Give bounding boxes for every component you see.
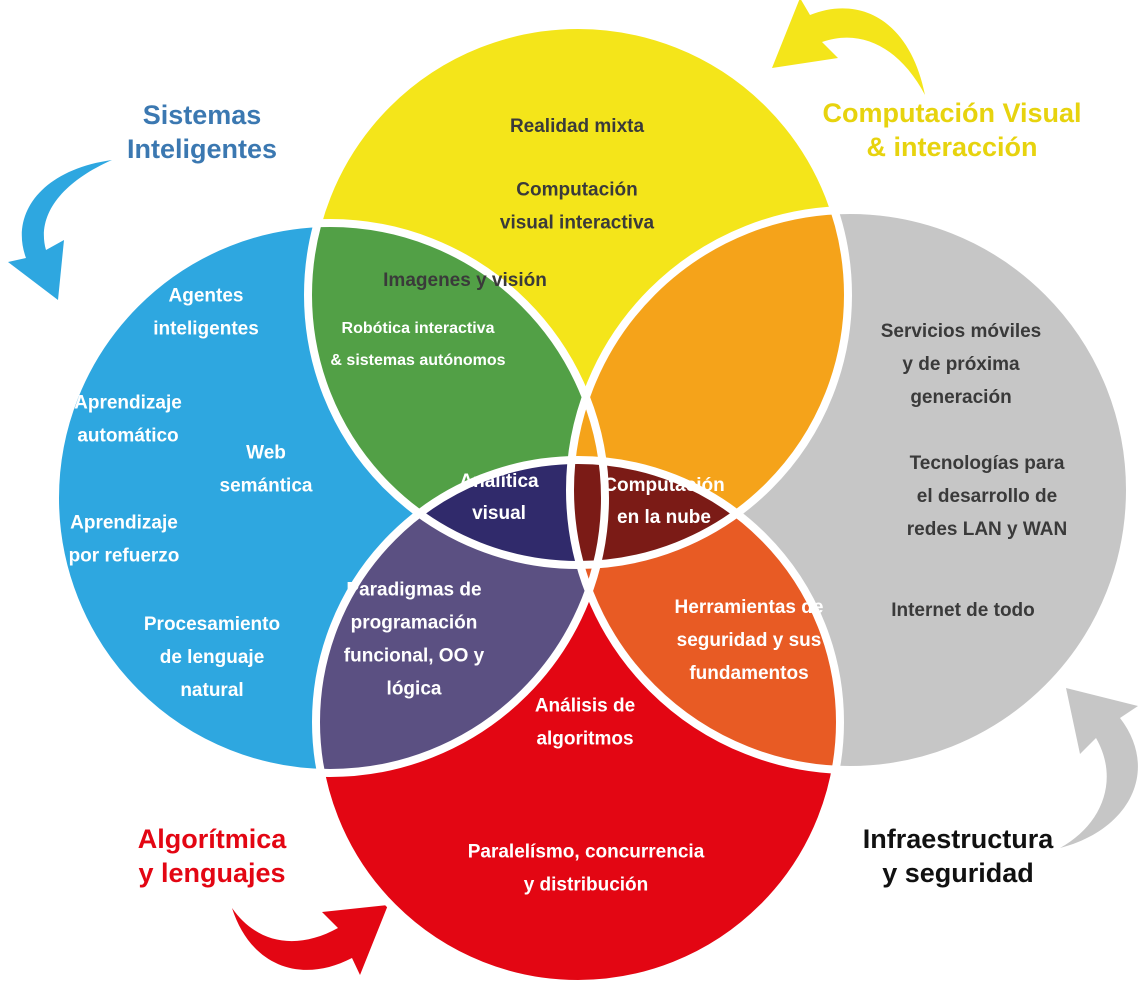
title-sistemas-line: Sistemas bbox=[143, 100, 262, 130]
title-infraestructura-line: Infraestructura bbox=[863, 824, 1055, 854]
label-servicios-line: generación bbox=[910, 387, 1011, 408]
label-realidad-mixta-line: Realidad mixta bbox=[510, 116, 645, 137]
label-paradigmas-line: programación bbox=[351, 613, 478, 634]
label-tecnologias-line: el desarrollo de bbox=[917, 486, 1057, 507]
label-paradigmas: Paradigmas de programación funcional, OO y… bbox=[344, 580, 485, 700]
label-aprendizaje-refuerzo-line: por refuerzo bbox=[69, 546, 180, 567]
label-servicios-line: Servicios móviles bbox=[881, 321, 1042, 342]
label-tecnologias: Tecnologías para el desarrollo de redes LA… bbox=[907, 453, 1067, 540]
title-computacion-visual-line: Computación Visual bbox=[822, 98, 1081, 128]
label-agentes-line: inteligentes bbox=[153, 319, 259, 340]
label-paradigmas-line: lógica bbox=[387, 679, 442, 700]
label-tecnologias-line: redes LAN y WAN bbox=[907, 519, 1067, 540]
label-aprendizaje-automatico-line: Aprendizaje bbox=[74, 393, 182, 414]
title-algoritmica-line: Algorítmica bbox=[138, 824, 288, 854]
label-herramientas: Herramientas de seguridad y sus fundamento… bbox=[675, 597, 824, 684]
label-internet: Internet de todo bbox=[891, 600, 1035, 621]
label-robotica: Robótica interactiva & sistemas autónomos bbox=[330, 320, 505, 369]
arrow-infraestructura-icon bbox=[1060, 688, 1138, 848]
label-robotica-line: Robótica interactiva bbox=[342, 320, 495, 337]
label-paralelismo-line: Paralelísmo, concurrencia bbox=[468, 842, 705, 863]
label-analisis-line: algoritmos bbox=[536, 729, 633, 750]
label-realidad-mixta: Realidad mixta bbox=[510, 116, 645, 137]
label-procesamiento: Procesamiento de lenguaje natural bbox=[144, 614, 280, 701]
label-analitica-visual: Analítica visual bbox=[459, 471, 539, 524]
label-aprendizaje-refuerzo: Aprendizaje por refuerzo bbox=[69, 513, 180, 567]
title-algoritmica: Algorítmica y lenguajes bbox=[138, 824, 288, 888]
label-tecnologias-line: Tecnologías para bbox=[910, 453, 1065, 474]
label-computacion-nube: Computación en la nube bbox=[603, 475, 724, 528]
arrow-sistemas-icon bbox=[8, 160, 112, 300]
label-paralelismo: Paralelísmo, concurrencia y distribución bbox=[468, 842, 705, 896]
label-procesamiento-line: Procesamiento bbox=[144, 614, 280, 635]
label-imagenes-vision: Imagenes y visión bbox=[383, 270, 547, 291]
label-servicios: Servicios móviles y de próxima generación bbox=[881, 321, 1042, 408]
label-imagenes-vision-line: Imagenes y visión bbox=[383, 270, 547, 291]
label-aprendizaje-refuerzo-line: Aprendizaje bbox=[70, 513, 178, 534]
title-algoritmica-line: y lenguajes bbox=[138, 858, 285, 888]
label-computacion-nube-line: en la nube bbox=[617, 507, 711, 528]
label-computacion-visual-interactiva-line: visual interactiva bbox=[500, 213, 655, 234]
region-yellow-gray bbox=[570, 210, 848, 565]
label-web-semantica: Web semántica bbox=[220, 443, 313, 497]
label-paralelismo-line: y distribución bbox=[524, 875, 649, 896]
label-agentes-line: Agentes bbox=[169, 286, 244, 307]
label-aprendizaje-automatico-line: automático bbox=[77, 426, 178, 447]
label-web-semantica-line: semántica bbox=[220, 476, 313, 497]
label-robotica-line: & sistemas autónomos bbox=[330, 352, 505, 369]
label-analitica-visual-line: Analítica bbox=[459, 471, 539, 492]
circle-outlines bbox=[51, 21, 1134, 988]
label-analisis: Análisis de algoritmos bbox=[535, 696, 635, 750]
label-procesamiento-line: natural bbox=[180, 680, 243, 701]
label-analisis-line: Análisis de bbox=[535, 696, 635, 717]
label-internet-line: Internet de todo bbox=[891, 600, 1035, 621]
label-web-semantica-line: Web bbox=[246, 443, 286, 464]
label-agentes: Agentes inteligentes bbox=[153, 286, 259, 340]
label-computacion-nube-line: Computación bbox=[603, 475, 724, 496]
label-computacion-visual-interactiva-line: Computación bbox=[516, 180, 637, 201]
arrow-algoritmica-icon bbox=[232, 905, 388, 975]
label-herramientas-line: fundamentos bbox=[689, 663, 808, 684]
label-herramientas-line: Herramientas de bbox=[675, 597, 824, 618]
label-computacion-visual-interactiva: Computación visual interactiva bbox=[500, 180, 655, 234]
label-paradigmas-line: Paradigmas de bbox=[346, 580, 481, 601]
label-herramientas-line: seguridad y sus bbox=[677, 630, 822, 651]
label-analitica-visual-line: visual bbox=[472, 503, 526, 524]
title-infraestructura: Infraestructura y seguridad bbox=[863, 824, 1055, 888]
title-infraestructura-line: y seguridad bbox=[882, 858, 1034, 888]
label-procesamiento-line: de lenguaje bbox=[160, 647, 265, 668]
label-paradigmas-line: funcional, OO y bbox=[344, 646, 485, 667]
title-sistemas-line: Inteligentes bbox=[127, 134, 277, 164]
label-servicios-line: y de próxima bbox=[902, 354, 1020, 375]
title-computacion-visual-line: & interacción bbox=[866, 132, 1037, 162]
label-aprendizaje-automatico: Aprendizaje automático bbox=[74, 393, 182, 447]
arrow-computacion-visual-icon bbox=[772, 0, 925, 95]
title-computacion-visual: Computación Visual & interacción bbox=[822, 98, 1081, 162]
